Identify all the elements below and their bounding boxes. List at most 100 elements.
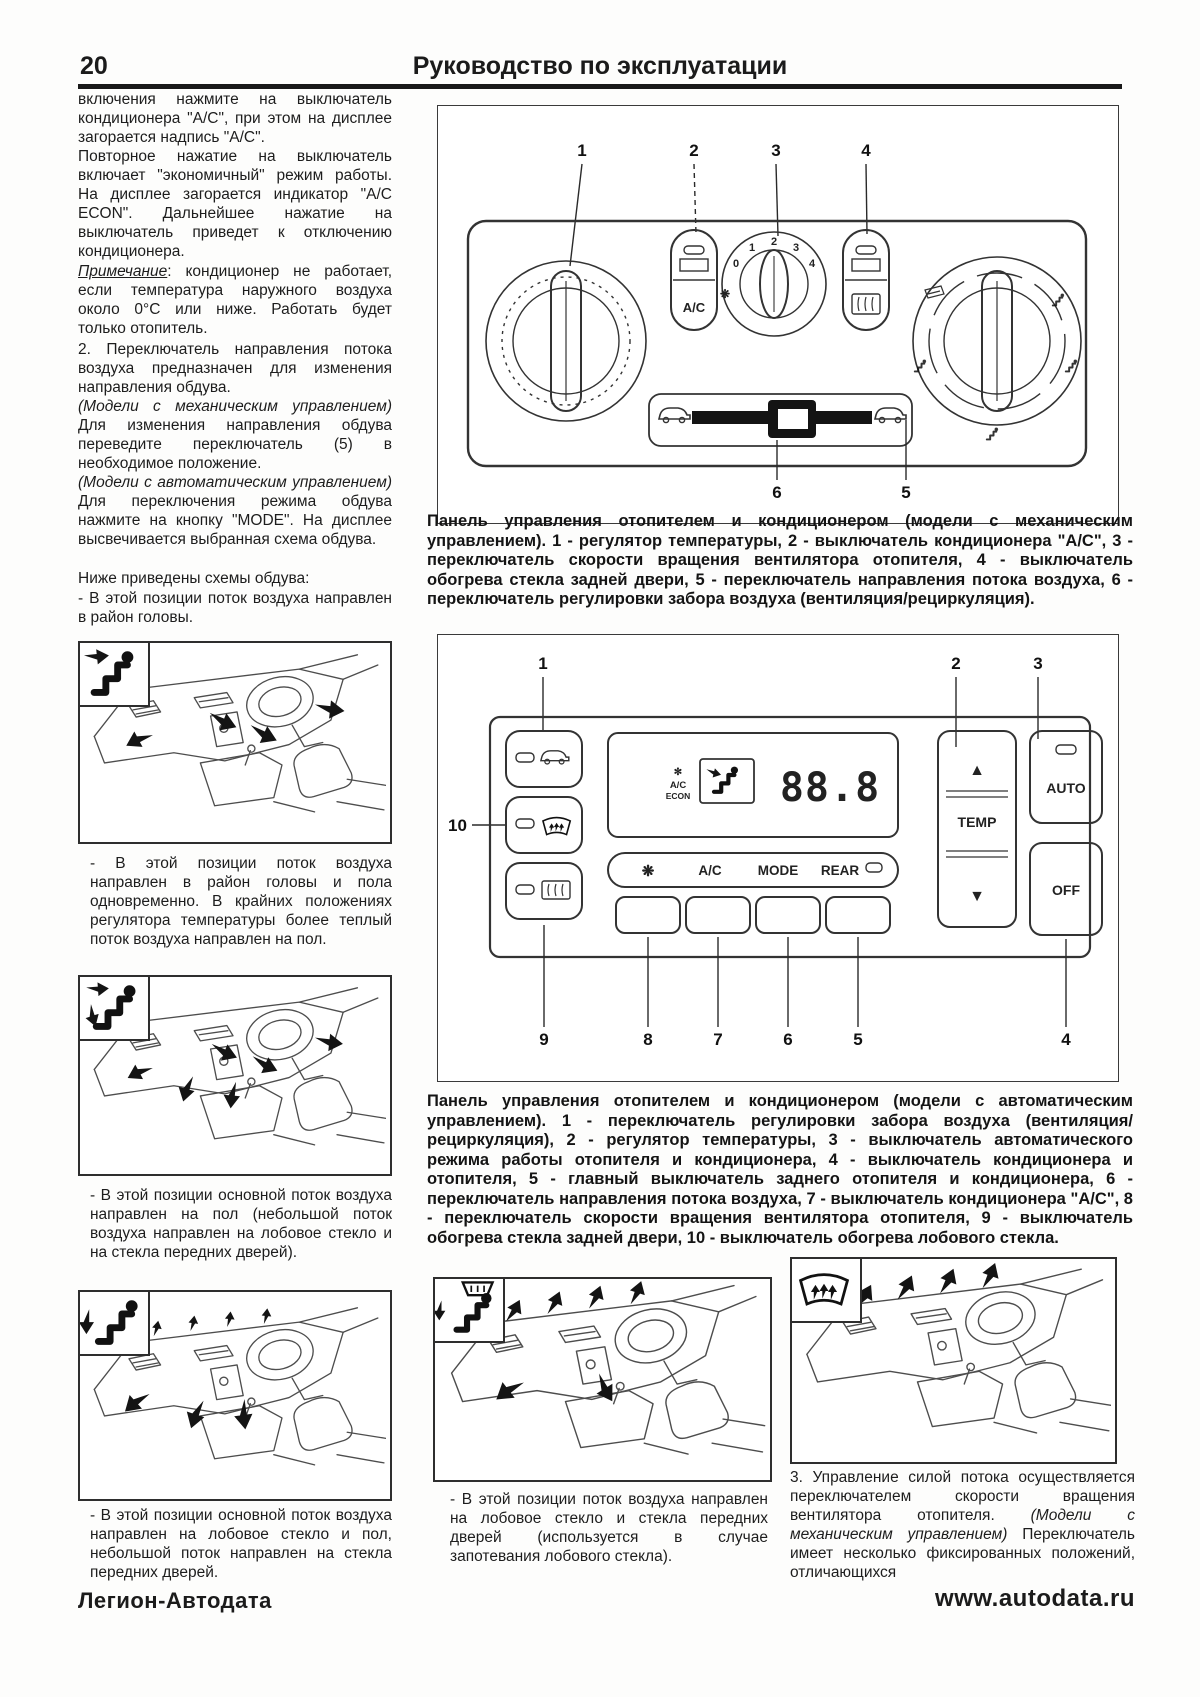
recirculation-slider — [648, 393, 913, 447]
auto-button: AUTO — [1029, 730, 1103, 824]
caption-floor: - В этой позиции основной поток воздуха … — [90, 1187, 392, 1261]
airflow-bilevel-icon — [78, 975, 150, 1041]
callout-5: 5 — [853, 1030, 862, 1049]
temperature-knob — [485, 260, 647, 422]
fan-power-text: 3. Управление силой потока осуществляетс… — [790, 1469, 1135, 1524]
header-rule — [78, 84, 1122, 89]
figure-airflow-bilevel — [78, 975, 392, 1176]
mode-button — [755, 896, 821, 934]
airflow-arrows — [490, 1279, 649, 1408]
ac-label: A/C — [683, 300, 706, 315]
fan-icon: ❋ — [720, 287, 730, 301]
callout-3: 3 — [771, 141, 780, 160]
rear-defogger-button — [505, 862, 583, 920]
callout-4: 4 — [861, 141, 871, 160]
off-label: OFF — [1052, 882, 1080, 898]
paragraph-note: Примечание: кондиционер не работает, есл… — [78, 262, 392, 338]
ac-button-label: A/C — [698, 863, 722, 878]
callout-1: 1 — [538, 654, 547, 673]
off-button: OFF — [1029, 842, 1103, 936]
caption-mechanical-panel: Панель управления отопителем и кондицион… — [427, 512, 1133, 608]
fan-speed-dial: 0 1 2 3 4 ❋ — [720, 231, 827, 337]
note-label: Примечание — [78, 263, 168, 280]
page-title: Руководство по эксплуатации — [412, 52, 788, 80]
figure-airflow-face — [78, 641, 392, 844]
windshield-defrost-icon — [790, 1257, 862, 1323]
button-label-row: ❋ A/C MODE REAR — [607, 852, 899, 888]
paragraph-mechanical: (Модели с механическим управлением) Для … — [78, 397, 392, 473]
ac-switch-button: A/C — [670, 229, 718, 331]
website-footer: www.autodata.ru — [935, 1585, 1135, 1612]
bullet-face-mode: - В этой позиции поток воздуха направлен… — [78, 590, 392, 626]
rear-button-label: REAR — [821, 863, 860, 878]
mechanical-rest: Для изменения направления обдува перевед… — [78, 417, 392, 472]
display-mode-icon — [699, 758, 755, 804]
caption-automatic-panel: Панель управления отопителем и кондицион… — [427, 1092, 1133, 1247]
fan-power-lead: (Модели с механическим управлением) — [790, 1507, 1135, 1543]
paragraph-automatic: (Модели с автоматическим управлением) Дл… — [78, 473, 392, 549]
car-icon — [540, 750, 570, 765]
airflow-defrost-floor-icon — [433, 1277, 505, 1343]
callout-8: 8 — [643, 1030, 652, 1049]
fan-power-rest: Переключатель имеет несколько фиксирован… — [790, 1526, 1135, 1581]
automatic-lead: (Модели с автоматическим управлением) — [78, 474, 392, 491]
figure-automatic-panel: 1 2 3 10 — [437, 634, 1119, 1082]
paragraph-ac-switch: включения нажмите на выключатель кондици… — [78, 91, 392, 146]
fan-tick-4: 4 — [809, 258, 816, 270]
paragraph-schemes-intro: Ниже приведены схемы обдува: — [78, 570, 310, 587]
airflow-face-icon — [78, 641, 150, 707]
callout-1: 1 — [577, 141, 586, 160]
fan-icon: ❋ — [642, 863, 655, 880]
temp-label: TEMP — [958, 814, 997, 830]
callout-6: 6 — [772, 483, 781, 502]
display-econ-indicator: ECON — [666, 791, 691, 801]
fan-tick-0: 0 — [733, 258, 739, 270]
callout-10: 10 — [448, 816, 467, 835]
front-defrost-button — [505, 796, 583, 854]
caption-defrost-doors: - В этой позиции поток воздуха направлен… — [450, 1491, 768, 1565]
publisher-footer: Легион-Автодата — [78, 1588, 272, 1613]
airflow-floor-icon — [78, 1290, 150, 1356]
fan-tick-3: 3 — [793, 242, 799, 254]
automatic-rest: Для переключения режима обдува нажмите н… — [78, 493, 392, 548]
caption-windshield-floor: - В этой позиции основной поток воздуха … — [90, 1507, 392, 1581]
paragraph-flow-switch: 2. Переключатель направления потока возд… — [78, 341, 392, 396]
rear-defogger-icon — [851, 293, 881, 315]
fan-tick-1: 1 — [749, 242, 755, 254]
callout-3: 3 — [1033, 654, 1042, 673]
paragraph-econ-mode: Повторное нажатие на выключатель включае… — [78, 148, 392, 260]
ac-button — [685, 896, 751, 934]
mode-position-icons — [913, 285, 1078, 441]
lcd-display: ✻ A/C ECON 88.8 — [607, 732, 899, 838]
callout-6: 6 — [783, 1030, 792, 1049]
figure-mechanical-panel: 1 2 3 4 A/C — [437, 105, 1119, 524]
figure-airflow-defrost-doors — [433, 1277, 772, 1482]
rear-defogger-button — [842, 229, 890, 331]
callout-2: 2 — [951, 654, 960, 673]
note-text: : кондиционер не работает, если температ… — [78, 263, 392, 337]
callout-9: 9 — [539, 1030, 548, 1049]
caption-bilevel: - В этой позиции поток воздуха направлен… — [90, 855, 392, 948]
rear-button — [825, 896, 891, 934]
page-number: 20 — [80, 52, 108, 80]
fan-speed-button — [615, 896, 681, 934]
display-temperature-value: 88.8 — [780, 765, 880, 811]
mode-button-label: MODE — [758, 863, 799, 878]
temp-down-icon: ▼ — [969, 888, 985, 905]
figure-airflow-floor — [78, 1290, 392, 1501]
callout-7: 7 — [713, 1030, 722, 1049]
callout-5: 5 — [901, 483, 910, 502]
snowflake-icon: ✻ — [674, 767, 682, 778]
temp-up-icon: ▲ — [969, 762, 985, 779]
display-ac-indicator: A/C — [670, 780, 687, 791]
figure-airflow-defrost — [790, 1257, 1117, 1464]
airflow-arrows — [850, 1260, 1004, 1314]
recirc-car-icon — [658, 407, 691, 424]
paragraph-fan-power: 3. Управление силой потока осуществляетс… — [790, 1468, 1135, 1582]
fan-tick-2: 2 — [771, 236, 777, 248]
temp-control: ▲ TEMP ▼ — [937, 730, 1017, 928]
defrost-icon — [543, 818, 570, 835]
mode-selector-knob — [912, 256, 1082, 441]
auto-label: AUTO — [1046, 780, 1086, 796]
